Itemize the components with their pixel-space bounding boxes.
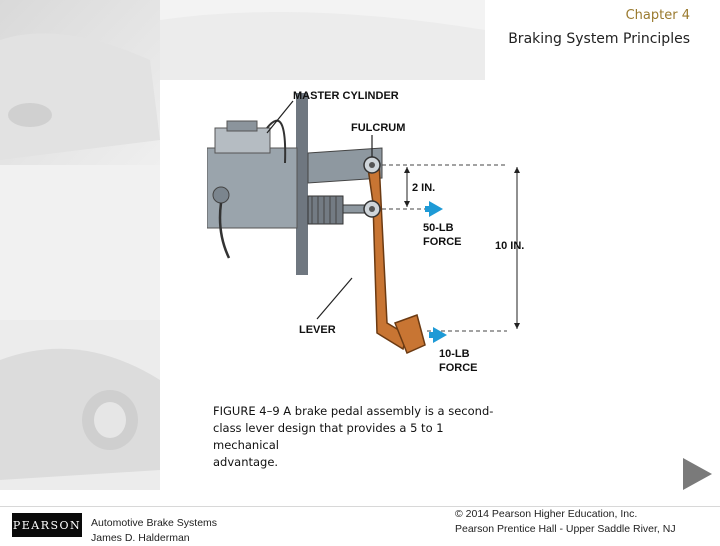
label-master-cylinder: MASTER CYLINDER bbox=[293, 90, 399, 102]
label-50lb: 50-LB bbox=[423, 222, 454, 234]
footer-copyright: © 2014 Pearson Higher Education, Inc. Pe… bbox=[455, 507, 676, 540]
play-triangle-icon bbox=[683, 458, 712, 490]
label-10-in: 10 IN. bbox=[495, 240, 524, 252]
footer-code-line: 07458 bbox=[455, 537, 676, 540]
caption-line-3: advantage. bbox=[213, 455, 279, 469]
label-2-in: 2 IN. bbox=[412, 182, 435, 194]
footer-divider bbox=[0, 506, 720, 507]
label-10lb: 10-LB bbox=[439, 348, 470, 360]
footer-publisher-line: Pearson Prentice Hall - Upper Saddle Riv… bbox=[455, 523, 676, 535]
footer-author: James D. Halderman bbox=[91, 532, 190, 544]
label-fulcrum: FULCRUM bbox=[351, 122, 405, 134]
pushrod-boot bbox=[307, 195, 372, 225]
footer-book-title: Automotive Brake Systems bbox=[91, 517, 218, 529]
firewall-bracket bbox=[296, 93, 308, 275]
footer-book-info: Automotive Brake Systems James D. Halder… bbox=[91, 516, 217, 546]
slide-header: Chapter 4 Braking System Principles bbox=[508, 7, 690, 50]
background-car-top-image bbox=[160, 0, 485, 80]
figure-caption: FIGURE 4–9 A brake pedal assembly is a s… bbox=[213, 403, 513, 471]
footer-copyright-line: © 2014 Pearson Higher Education, Inc. bbox=[455, 508, 638, 520]
slide-title: Braking System Principles bbox=[508, 31, 690, 47]
caption-line-2: class lever design that provides a 5 to … bbox=[213, 421, 444, 452]
label-10lb-force: FORCE bbox=[439, 362, 478, 374]
brake-pedal-figure: MASTER CYLINDER FULCRUM 2 IN. 50-LB FORC… bbox=[207, 83, 534, 376]
pearson-logo: PEARSON bbox=[12, 513, 82, 537]
chapter-label: Chapter 4 bbox=[625, 8, 690, 23]
force-arrow-top bbox=[425, 201, 443, 217]
label-lever: LEVER bbox=[299, 324, 336, 336]
master-cylinder bbox=[207, 119, 298, 259]
force-arrow-bottom bbox=[429, 327, 447, 343]
caption-line-1: FIGURE 4–9 A brake pedal assembly is a s… bbox=[213, 404, 494, 418]
next-slide-button[interactable] bbox=[680, 456, 714, 492]
label-50lb-force: FORCE bbox=[423, 236, 462, 248]
footer bbox=[0, 506, 720, 540]
background-car-image bbox=[0, 0, 160, 490]
